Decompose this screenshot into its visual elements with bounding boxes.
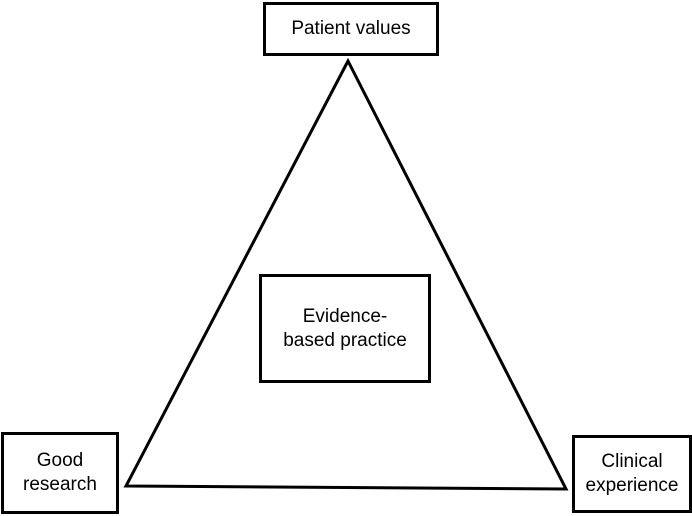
good-research-line2: research [23, 474, 97, 495]
patient-values-label: Patient values [291, 18, 411, 39]
clinical-experience-line2: experience [585, 475, 679, 496]
clinical-experience-line1: Clinical [601, 451, 663, 472]
evidence-based-practice-line2: based practice [283, 329, 407, 351]
good-research-box: Good research [1, 432, 119, 514]
triangle-outline [123, 57, 569, 491]
patient-values-box: Patient values [263, 2, 439, 56]
clinical-experience-box: Clinical experience [572, 435, 692, 513]
evidence-based-practice-box: Evidence- based practice [259, 274, 431, 383]
evidence-based-practice-line1: Evidence- [302, 305, 388, 327]
good-research-line1: Good [36, 450, 84, 471]
